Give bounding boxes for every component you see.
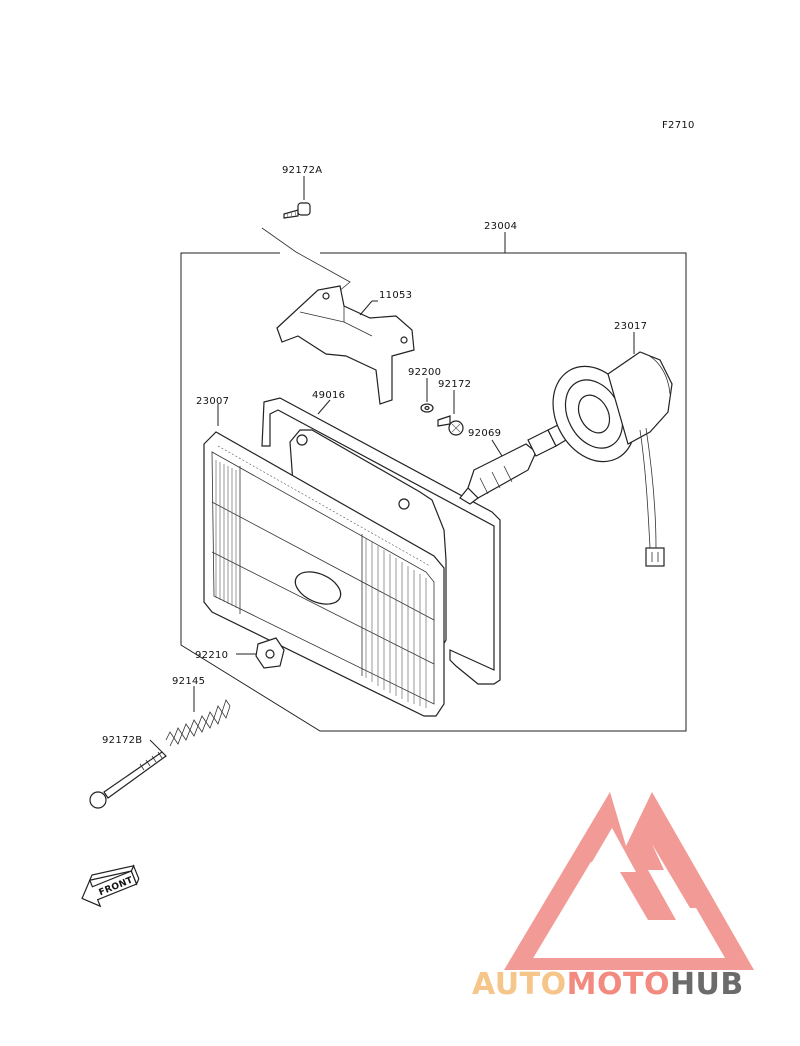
brand-logo	[504, 792, 754, 970]
assembly-frame	[180, 252, 687, 732]
label-92200: 92200	[408, 367, 441, 378]
label-23004: 23004	[484, 221, 517, 232]
label-11053: 11053	[379, 290, 412, 301]
label-92145: 92145	[172, 676, 205, 687]
washer-92200	[420, 403, 434, 413]
lamp-unit-23007	[203, 429, 447, 717]
lens-ribs	[215, 460, 427, 708]
figure-code: F2710	[662, 120, 695, 131]
bracket-11053	[276, 285, 415, 405]
screw-92172a	[283, 202, 311, 219]
bolt-92172b	[89, 751, 167, 809]
socket-23017	[552, 351, 673, 567]
gasket-49016	[261, 397, 501, 685]
label-92210: 92210	[195, 650, 228, 661]
nut-92210	[255, 637, 285, 669]
label-23017: 23017	[614, 321, 647, 332]
label-23007: 23007	[196, 396, 229, 407]
screw-92172	[437, 415, 464, 436]
label-92172b: 92172B	[102, 735, 142, 746]
label-92172a: 92172A	[282, 165, 322, 176]
bulb-92069	[459, 423, 567, 505]
label-92172: 92172	[438, 379, 471, 390]
front-arrow-icon: FRONT	[81, 864, 140, 908]
spring-92145	[165, 699, 231, 747]
label-49016: 49016	[312, 390, 345, 401]
brand-wordmark: AUTOMOTOHUB	[472, 967, 744, 1002]
brand-moto: MOTO	[567, 967, 670, 1002]
brand-auto: AUTO	[472, 967, 567, 1002]
label-92069: 92069	[468, 428, 501, 439]
brand-hub: HUB	[670, 967, 744, 1002]
